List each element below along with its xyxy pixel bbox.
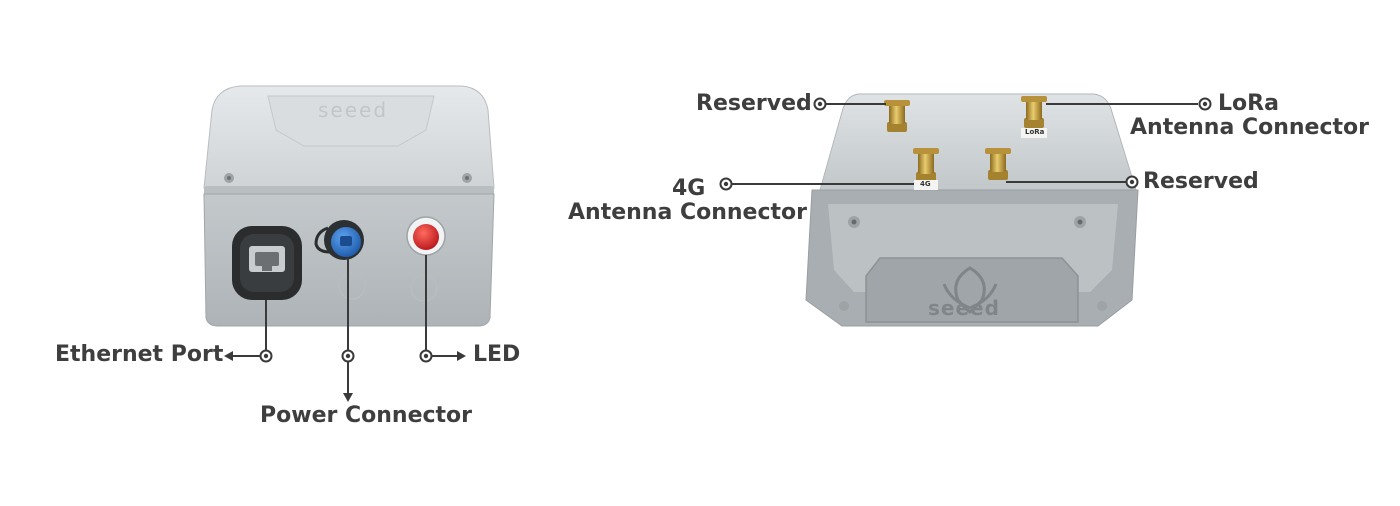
left-markers [224, 349, 466, 402]
connector-tag-4g: 4G [920, 180, 931, 188]
sma-connector-4g-graphic [913, 148, 939, 190]
right-leader-lines [732, 103, 1198, 185]
label-lora-line1: LoRa [1218, 91, 1279, 116]
brand-logo-front: seeed [318, 98, 389, 122]
device-top-view [805, 93, 1139, 327]
led-indicator-graphic [406, 216, 446, 256]
sma-connector-reserved-top-graphic [884, 100, 910, 132]
ethernet-port-graphic [232, 226, 302, 300]
brand-logo-top: seeed [928, 296, 1000, 320]
brand-emblem-icon [942, 266, 998, 314]
label-lora-line2: Antenna Connector [1130, 115, 1369, 140]
power-connector-graphic [314, 220, 364, 260]
label-led: LED [473, 342, 521, 367]
right-markers [719, 97, 1212, 191]
arrow-left-icon [224, 351, 233, 361]
label-reserved-right: Reserved [1143, 169, 1259, 194]
label-reserved-top: Reserved [696, 91, 812, 116]
sma-connector-lora-graphic [1021, 96, 1047, 138]
arrow-down-icon [343, 393, 353, 402]
sma-connector-reserved-right-graphic [985, 148, 1011, 180]
label-4g-line2: Antenna Connector [568, 200, 807, 225]
arrow-right-icon [457, 351, 466, 361]
label-4g-line1: 4G [672, 176, 706, 201]
label-power-connector: Power Connector [260, 403, 473, 428]
connector-tag-lora: LoRa [1025, 128, 1045, 136]
label-ethernet-port: Ethernet Port [55, 342, 224, 367]
